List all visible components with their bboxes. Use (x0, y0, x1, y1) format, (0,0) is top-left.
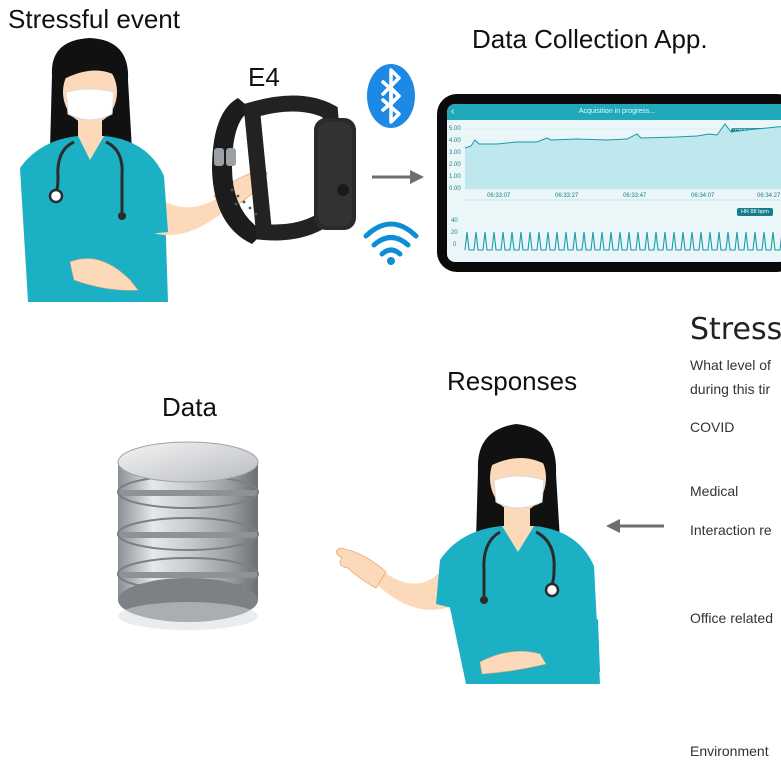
database-icon (117, 441, 259, 630)
time-tick: 06:34:27 (757, 193, 781, 199)
time-tick: 06:34:07 (691, 193, 715, 199)
bluetooth-icon (367, 64, 415, 128)
survey-option[interactable]: Interaction re (690, 522, 772, 538)
back-arrow-icon[interactable]: ‹ (451, 106, 455, 117)
eda-ytick: 4.00 (449, 138, 461, 144)
app-signal-plots (464, 123, 781, 251)
eda-ytick: 2.00 (449, 162, 461, 168)
hr-ytick: 40 (451, 218, 458, 224)
eda-ytick: 0.00 (449, 186, 461, 192)
eda-ytick: 3.00 (449, 150, 461, 156)
survey-question-line2: during this tir (690, 381, 771, 397)
e4-label: E4 (248, 62, 280, 92)
nurse-bottom-illustration (336, 424, 600, 684)
hr-ytick: 0 (453, 242, 457, 248)
survey-option[interactable]: Office related (690, 610, 774, 626)
eda-ytick: 1.00 (449, 174, 461, 180)
app-screen: ‹ Acquisition in progress... 5.00 4.00 3… (447, 104, 781, 262)
survey-option[interactable]: COVID (690, 419, 735, 435)
survey-title: Stress (690, 312, 781, 347)
time-tick: 06:33:27 (555, 193, 579, 199)
survey-option[interactable]: Medical (690, 483, 739, 499)
survey-question-line1: What level of (690, 357, 771, 373)
arrow-from-survey (606, 519, 664, 533)
time-tick: 06:33:07 (487, 193, 511, 199)
hr-badge: HR 88 bpm (737, 208, 773, 216)
wifi-icon (363, 221, 419, 265)
eda-ytick: 5.00 (449, 126, 461, 132)
phone-frame: ‹ Acquisition in progress... 5.00 4.00 3… (437, 94, 781, 272)
e4-wristband-illustration (212, 95, 356, 244)
app-header: ‹ Acquisition in progress... (447, 104, 781, 120)
data-collection-app-label: Data Collection App. (472, 24, 708, 54)
data-label: Data (162, 392, 217, 422)
stressful-event-label: Stressful event (8, 4, 180, 34)
hr-ytick: 20 (451, 230, 458, 236)
time-tick: 06:33:47 (623, 193, 647, 199)
survey-option[interactable]: Environment (690, 743, 769, 759)
app-header-title: Acquisition in progress... (578, 108, 656, 115)
responses-label: Responses (447, 366, 578, 396)
arrow-to-app (372, 170, 424, 184)
